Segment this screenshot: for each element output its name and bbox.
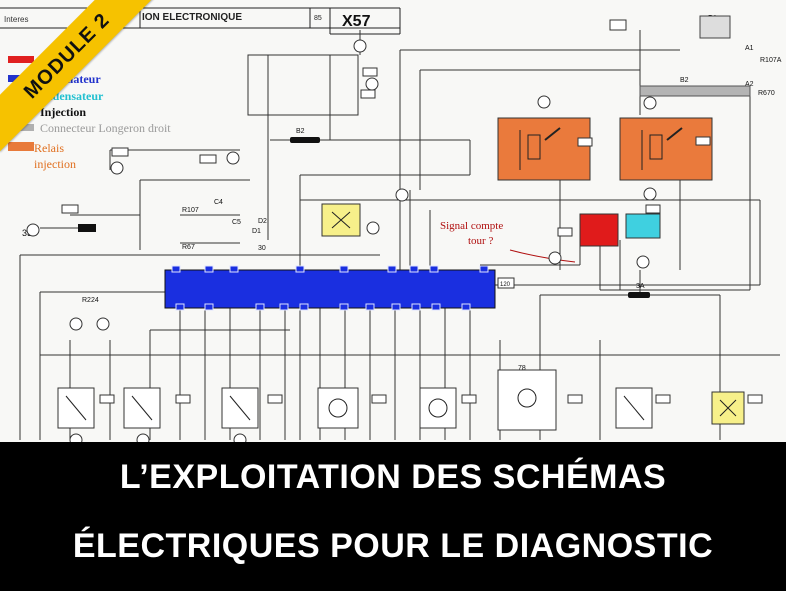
header-number: 85 bbox=[314, 15, 322, 22]
label-d2: D2 bbox=[258, 218, 267, 225]
title-line-1: L’EXPLOITATION DES SCHÉMAS bbox=[119, 458, 667, 496]
label-a1: A1 bbox=[745, 45, 754, 52]
legend-item-black: Injection bbox=[40, 105, 86, 119]
label-78: 78 bbox=[518, 365, 526, 372]
wiring-diagram: Interes ION ELECTRONIQUE 85 X57 ge culat… bbox=[0, 7, 782, 442]
header-code: X57 bbox=[342, 13, 371, 30]
annotation-signal: Signal compte bbox=[440, 220, 503, 232]
injection-relay-2 bbox=[619, 117, 713, 181]
label-d1: D1 bbox=[252, 228, 261, 235]
wiring-diagram-image: Interes ION ELECTRONIQUE 85 X57 ge culat… bbox=[0, 0, 782, 442]
bottom-sensors bbox=[57, 369, 653, 431]
title-line-2: ÉLECTRIQUES POUR LE DIAGNOSTIC bbox=[72, 527, 714, 565]
label-r67: R67 bbox=[182, 244, 195, 251]
title-banner: L’EXPLOITATION DES SCHÉMAS ÉLECTRIQUES P… bbox=[0, 442, 786, 591]
label-b2-right: B2 bbox=[680, 77, 689, 84]
ecu-label-box bbox=[497, 277, 515, 289]
label-3a: 3A bbox=[636, 283, 645, 290]
label-30a: 30 bbox=[258, 245, 266, 252]
header-title: ION ELECTRONIQUE bbox=[142, 12, 242, 23]
connector-plugs bbox=[78, 137, 650, 298]
cyan-component bbox=[625, 213, 661, 239]
label-r670: R670 bbox=[758, 90, 775, 97]
label-b2: B2 bbox=[296, 128, 305, 135]
label-c4: C4 bbox=[214, 199, 223, 206]
label-120: 120 bbox=[500, 282, 511, 288]
annotation-arrow bbox=[509, 249, 576, 263]
label-33: 33 bbox=[22, 228, 32, 238]
legend-item-orange: Relais bbox=[34, 141, 64, 155]
red-component bbox=[579, 213, 619, 247]
terminal-circles bbox=[26, 39, 657, 442]
injection-relay-1 bbox=[497, 117, 591, 181]
longeron-connector bbox=[639, 85, 751, 97]
legend-item-grey: Connecteur Longeron droit bbox=[40, 121, 171, 135]
legend-item-orange-2: injection bbox=[34, 157, 76, 171]
label-r224: R224 bbox=[82, 297, 99, 304]
legend-swatch-red bbox=[8, 56, 34, 63]
label-r107a: R107A bbox=[760, 57, 782, 64]
yellow-valve-top bbox=[321, 203, 361, 237]
fuse-box bbox=[699, 15, 731, 39]
sensor-symbols bbox=[65, 388, 645, 421]
legend-swatch-orange bbox=[8, 142, 34, 151]
ecu-connector bbox=[164, 265, 496, 311]
label-a2: A2 bbox=[745, 81, 754, 88]
yellow-valve-right bbox=[711, 391, 745, 425]
component-tags bbox=[61, 19, 763, 404]
annotation-tour: tour ? bbox=[468, 235, 493, 247]
label-r107: R107 bbox=[182, 207, 199, 214]
label-c5: C5 bbox=[232, 219, 241, 226]
header-left-text: Interes bbox=[4, 15, 28, 24]
